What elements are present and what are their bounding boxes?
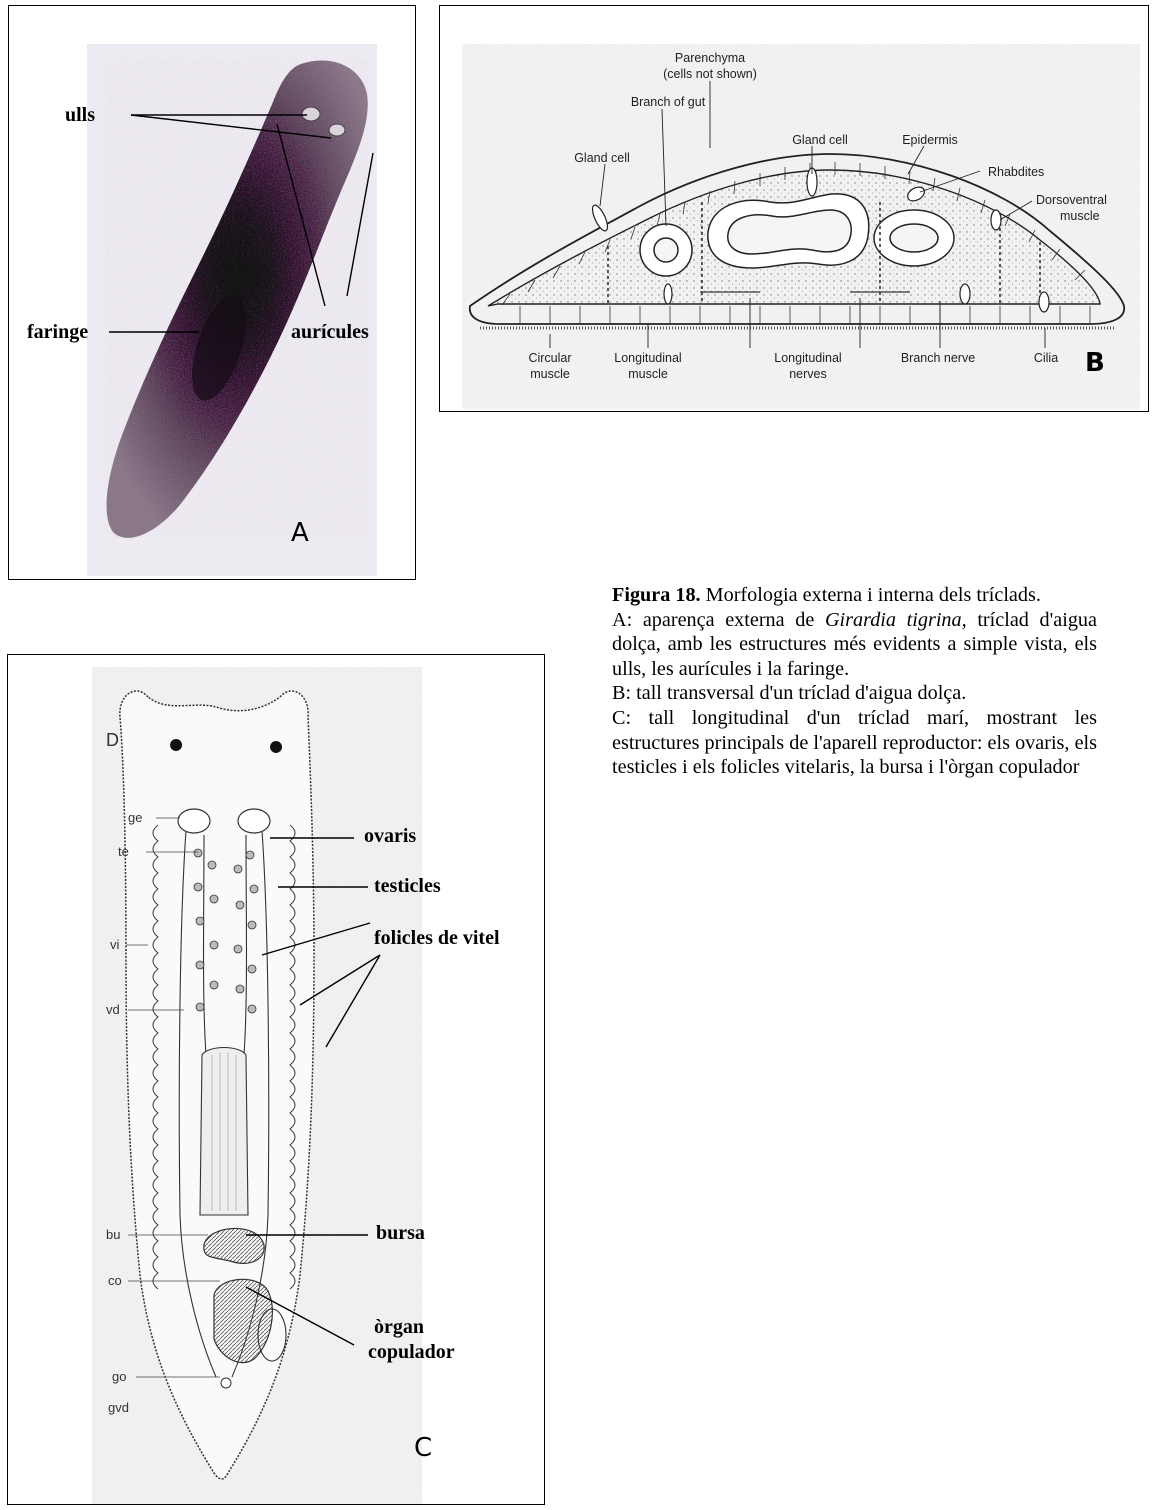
- label-dorsoventral-2: muscle: [1060, 209, 1100, 223]
- label-parenchyma-note: (cells not shown): [663, 67, 757, 81]
- eye-left: [302, 107, 320, 121]
- eye-right-c: [270, 741, 282, 753]
- eye-right: [329, 124, 345, 136]
- label-bu: bu: [106, 1227, 120, 1242]
- label-epidermis: Epidermis: [902, 133, 958, 147]
- label-cilia: Cilia: [1034, 351, 1058, 365]
- panel-b-cross-section: Parenchyma (cells not shown) Branch of g…: [439, 5, 1149, 412]
- label-gvd: gvd: [108, 1400, 129, 1415]
- caption-c: C: tall longitudinal d'un tríclad marí, …: [612, 706, 1097, 780]
- gonopore: [221, 1378, 231, 1388]
- label-gland-cell-left: Gland cell: [574, 151, 630, 165]
- label-organ-2: copulador: [368, 1341, 455, 1364]
- cross-section-diagram: Parenchyma (cells not shown) Branch of g…: [440, 6, 1149, 412]
- caption-title-text: Morfologia externa i interna dels trícla…: [701, 584, 1041, 606]
- caption-a-prefix: A: aparença externa de: [612, 609, 825, 631]
- caption-b: B: tall transversal d'un tríclad d'aigua…: [612, 681, 1097, 706]
- label-folicles-de-vitel: folicles de vitel: [374, 927, 500, 950]
- label-ovaris: ovaris: [364, 825, 416, 848]
- label-faringe: faringe: [27, 321, 88, 344]
- label-parenchyma: Parenchyma: [675, 51, 745, 65]
- label-longitudinal-nerves-2: nerves: [789, 367, 827, 381]
- panel-c-longitudinal-section: D ge te vi vd bu co go gvd ovaris testic…: [7, 654, 545, 1505]
- label-circular-1: Circular: [528, 351, 571, 365]
- label-testicles: testicles: [374, 875, 441, 898]
- caption-title: Figura 18. Morfologia externa i interna …: [612, 583, 1097, 608]
- label-auricules: aurícules: [291, 321, 369, 344]
- label-rhabdites: Rhabdites: [988, 165, 1044, 179]
- reproductive-system-diagram: D ge te vi vd bu co go gvd: [8, 655, 545, 1505]
- label-vd: vd: [106, 1002, 120, 1017]
- label-te: te: [118, 844, 129, 859]
- figure-caption: Figura 18. Morfologia externa i interna …: [612, 583, 1097, 780]
- pharynx-c: [200, 1048, 248, 1216]
- panel-letter-b: B: [1085, 348, 1105, 378]
- label-branch-nerve: Branch nerve: [901, 351, 975, 365]
- label-longitudinal-muscle-2: muscle: [628, 367, 668, 381]
- planarian-photo: [9, 6, 416, 580]
- caption-figure-label: Figura 18.: [612, 584, 701, 606]
- label-organ-1: òrgan: [374, 1316, 424, 1339]
- label-longitudinal-nerves-1: Longitudinal: [774, 351, 841, 365]
- bursa-c: [204, 1228, 264, 1263]
- panel-letter-c: C: [414, 1433, 432, 1463]
- label-dorsoventral-1: Dorsoventral: [1036, 193, 1107, 207]
- panel-a-photo: ulls faringe aurícules A: [8, 5, 416, 580]
- eye-left-c: [170, 739, 182, 751]
- inner-letter-d: D: [106, 730, 119, 750]
- label-branch-of-gut: Branch of gut: [631, 95, 706, 109]
- label-circular-2: muscle: [530, 367, 570, 381]
- label-longitudinal-muscle-1: Longitudinal: [614, 351, 681, 365]
- label-co: co: [108, 1273, 122, 1288]
- caption-a-species: Girardia tigrina,: [825, 609, 967, 631]
- label-ge: ge: [128, 810, 142, 825]
- label-bursa: bursa: [376, 1222, 425, 1245]
- label-go: go: [112, 1369, 126, 1384]
- caption-a: A: aparença externa de Girardia tigrina,…: [612, 608, 1097, 682]
- label-gland-cell-top: Gland cell: [792, 133, 848, 147]
- panel-letter-a: A: [291, 518, 309, 548]
- label-vi: vi: [110, 937, 120, 952]
- label-ulls: ulls: [65, 104, 95, 127]
